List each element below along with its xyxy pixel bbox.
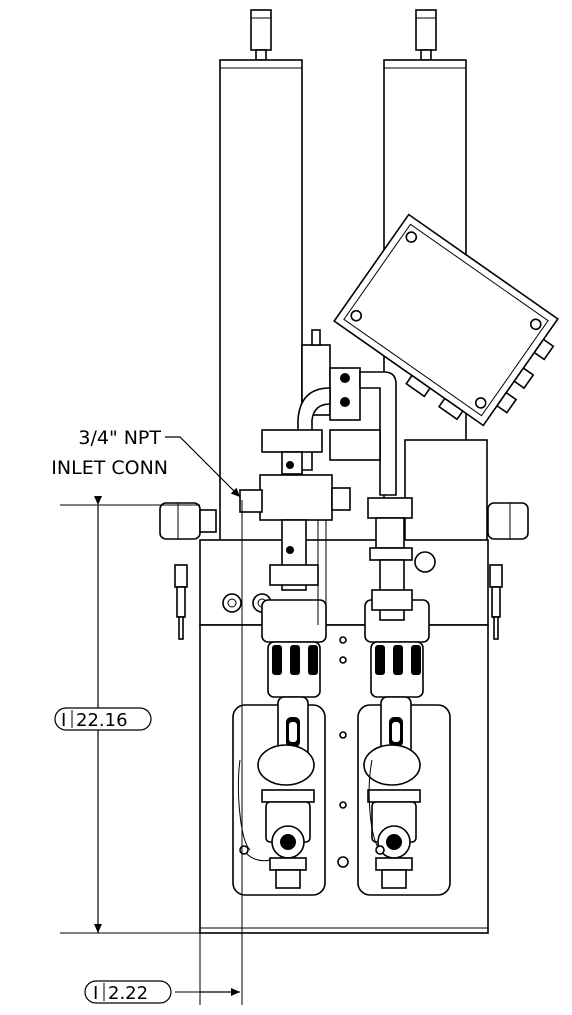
height-dimension-prefix: I (61, 710, 66, 731)
offset-dimension-value: 2.22 (108, 983, 148, 1004)
left-side-gauge (159, 502, 217, 640)
offset-dimension: I 2.22 (84, 500, 243, 1005)
valve-assembly (239, 329, 436, 625)
offset-dimension-prefix: I (93, 983, 98, 1004)
control-box (333, 213, 559, 427)
right-pump-bay (357, 599, 451, 896)
height-dimension-value: 22.16 (76, 710, 128, 731)
callout-line-2: INLET CONN (51, 457, 168, 479)
height-dimension: I 22.16 (54, 496, 200, 934)
callout-line-1: 3/4" NPT (78, 427, 161, 449)
left-pump-bay (232, 599, 327, 896)
right-side-gauge (487, 502, 529, 640)
callout-leader (165, 436, 241, 498)
